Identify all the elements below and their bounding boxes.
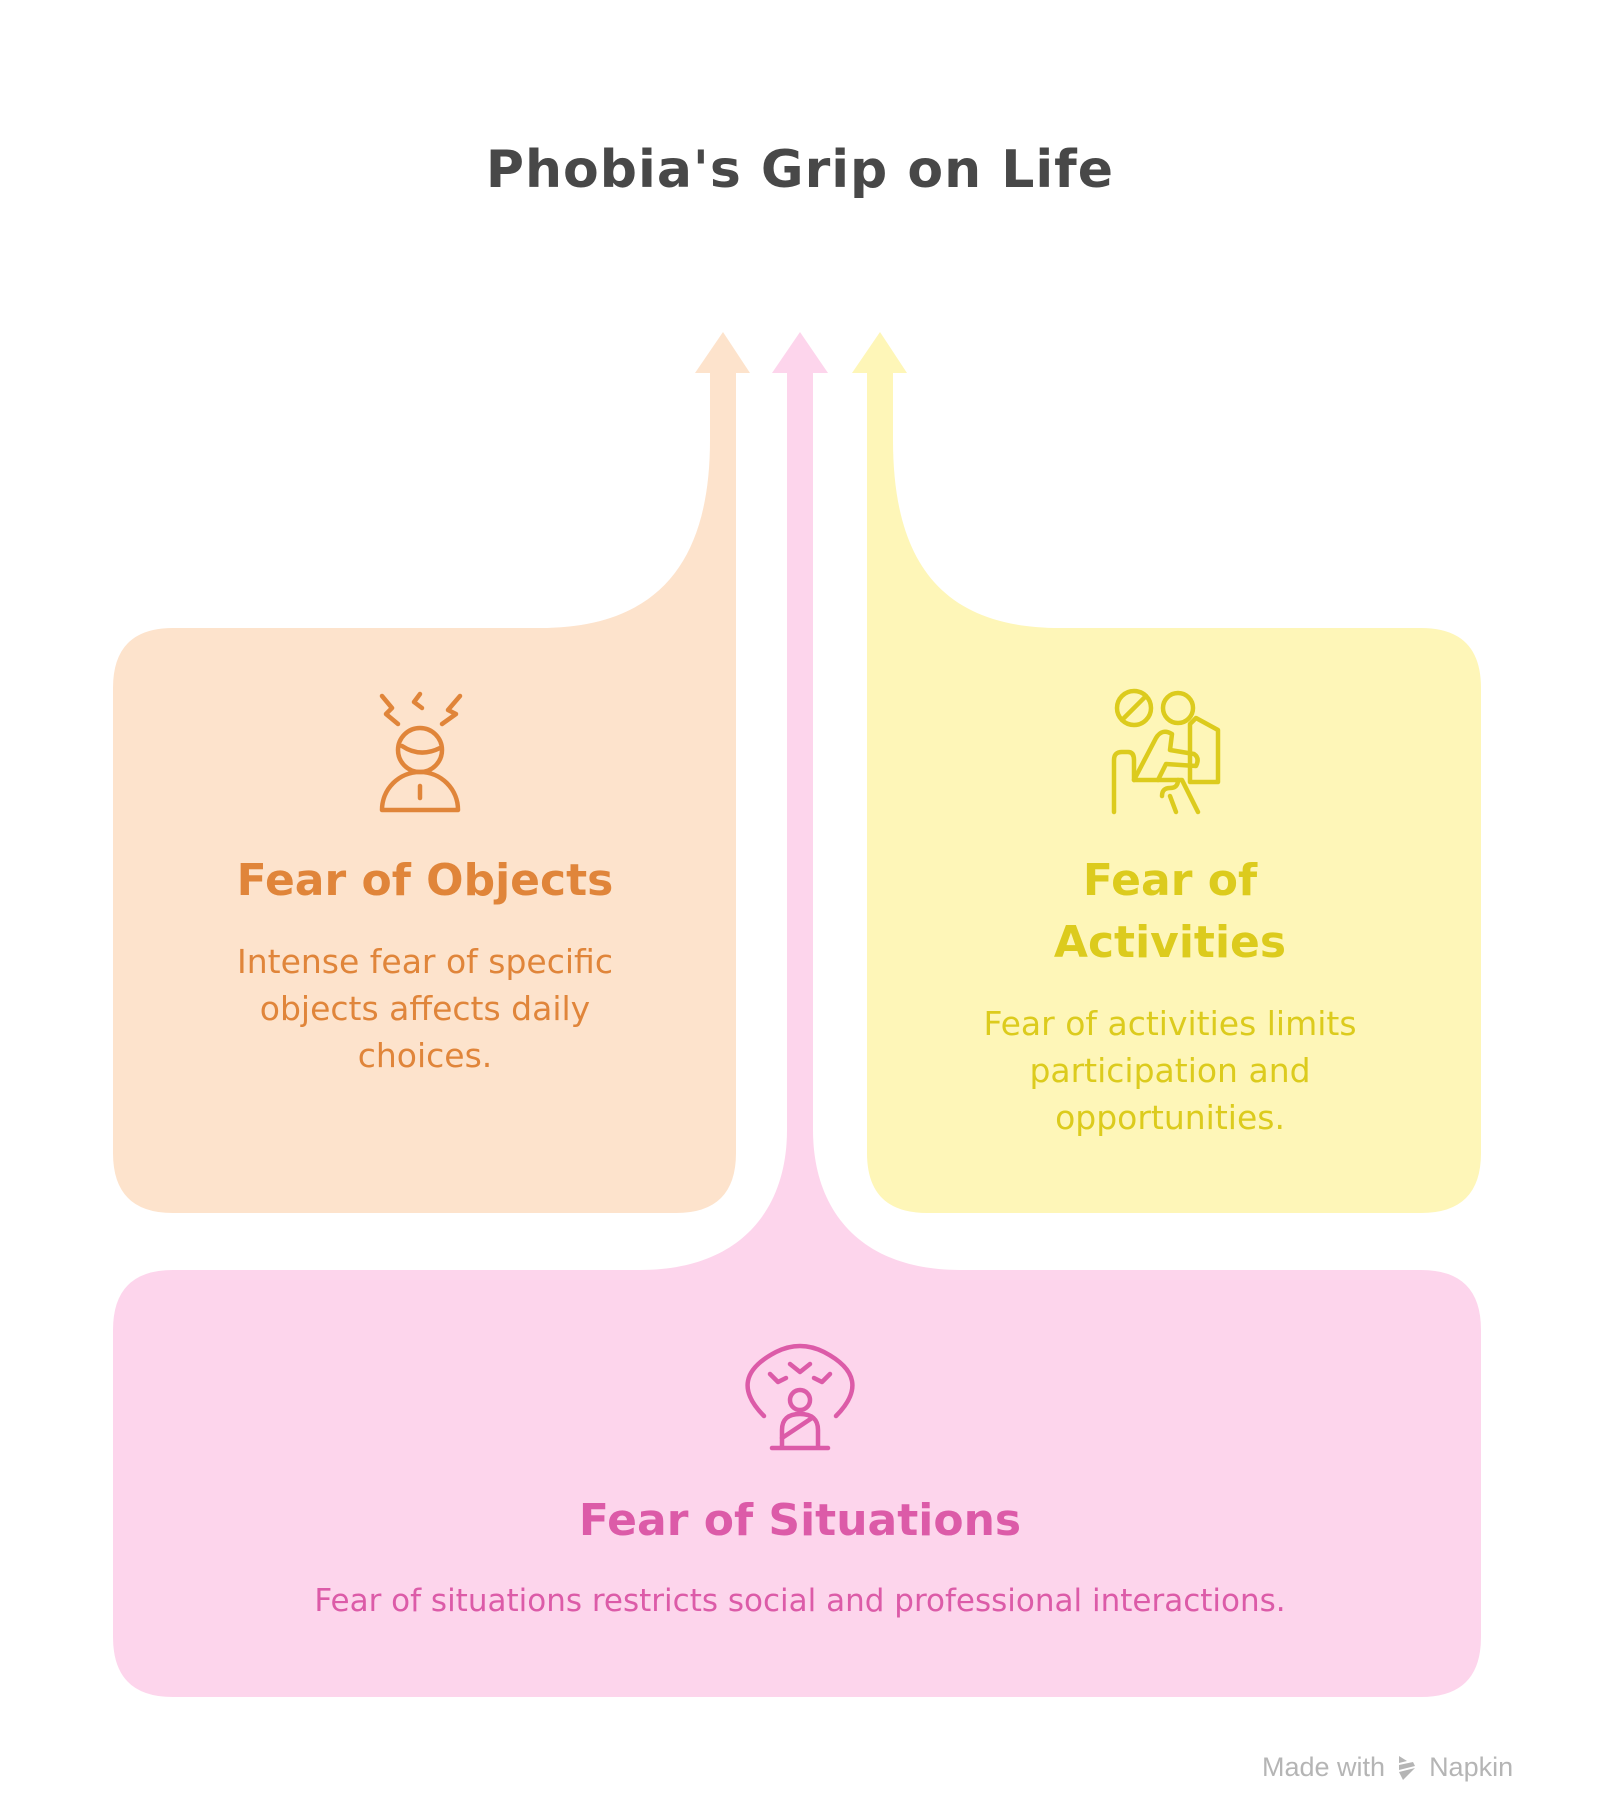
diagram-title: Phobia's Grip on Life [485, 140, 1115, 200]
prohibited-activity-person-icon [1111, 688, 1221, 815]
objects-heading: Fear of Objects [236, 855, 614, 906]
situations-heading: Fear of Situations [578, 1495, 1022, 1546]
activities-heading: Fear of Activities [1053, 855, 1287, 968]
activities-card: Fear of Activities Fear of activities li… [930, 850, 1410, 1141]
activities-card-shape [852, 332, 1481, 1213]
footer-prefix: Made with [1262, 1752, 1386, 1782]
objects-description: Intense fear of specific objects affects… [237, 942, 613, 1075]
made-with-napkin: Made with Napkin [1262, 1752, 1513, 1783]
napkin-logo-icon [1399, 1755, 1416, 1780]
objects-card: Fear of Objects Intense fear of specific… [170, 850, 680, 1079]
activities-description: Fear of activities limits participation … [983, 1004, 1357, 1137]
situations-description: Fear of situations restricts social and … [314, 1583, 1286, 1619]
surrounded-person-icon [745, 1343, 855, 1451]
situations-card-shape [113, 332, 1481, 1697]
footer-brand: Napkin [1429, 1752, 1514, 1782]
situations-card: Fear of Situations Fear of situations re… [140, 1490, 1460, 1625]
stressed-person-icon [379, 691, 463, 813]
